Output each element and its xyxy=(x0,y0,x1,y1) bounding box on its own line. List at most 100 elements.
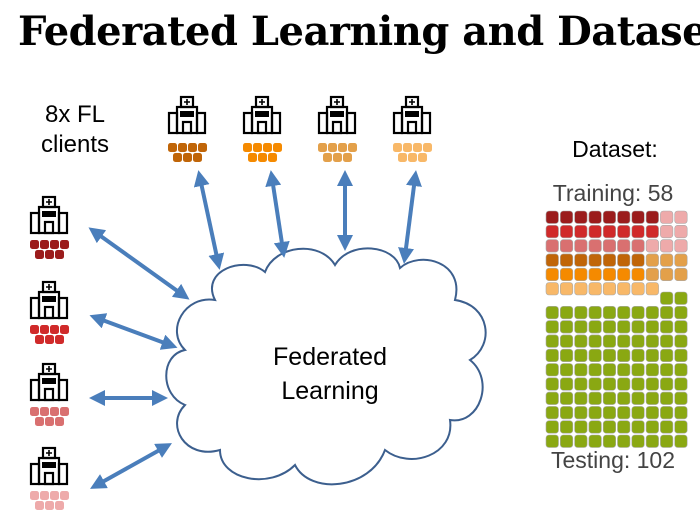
client-hospital-icon xyxy=(392,95,432,135)
data-tile xyxy=(45,501,54,510)
testing-sample xyxy=(602,406,617,420)
testing-sample xyxy=(617,363,631,377)
training-sample xyxy=(588,239,602,253)
hospital-windows xyxy=(180,111,194,117)
testing-sample xyxy=(660,291,674,305)
cloud xyxy=(165,247,487,486)
training-sample xyxy=(602,239,617,253)
training-sample xyxy=(559,225,574,239)
testing-sample xyxy=(588,434,602,448)
training-sample xyxy=(602,210,617,224)
testing-sample xyxy=(617,377,631,391)
training-sample xyxy=(588,267,602,282)
testing-sample xyxy=(602,348,617,363)
training-sample xyxy=(602,282,617,296)
data-tile xyxy=(35,501,44,510)
testing-sample xyxy=(588,320,602,334)
cloud-label-line1: Federated xyxy=(273,343,387,371)
training-sample xyxy=(559,282,574,296)
training-sample xyxy=(674,267,688,282)
cloud-label-line2: Learning xyxy=(281,377,379,405)
clients-label-line2: clients xyxy=(40,131,110,158)
data-tile xyxy=(50,407,59,416)
hospital-cross xyxy=(334,99,340,105)
clients-label-line1: 8x FL xyxy=(44,101,106,128)
testing-sample xyxy=(631,348,645,363)
training-sample xyxy=(660,239,674,253)
testing-sample xyxy=(602,420,617,434)
data-tile xyxy=(343,153,352,162)
testing-sample xyxy=(617,334,631,348)
data-tile xyxy=(268,153,277,162)
testing-sample xyxy=(631,305,645,320)
data-tile xyxy=(403,143,412,152)
training-sample xyxy=(660,267,674,282)
testing-sample xyxy=(645,420,659,434)
data-tile xyxy=(168,143,177,152)
testing-sample xyxy=(645,434,659,448)
testing-sample xyxy=(660,434,674,448)
data-tile xyxy=(60,491,69,500)
training-sample xyxy=(631,210,645,224)
testing-sample xyxy=(660,320,674,334)
testing-sample xyxy=(617,406,631,420)
hospital-main xyxy=(400,105,424,135)
hospital-right-wing xyxy=(270,111,282,135)
hospital-right-wing xyxy=(345,111,357,135)
hospital-cross xyxy=(46,199,52,205)
testing-sample xyxy=(660,334,674,348)
training-sample xyxy=(545,210,559,224)
testing-sample xyxy=(660,420,674,434)
data-tile xyxy=(40,240,49,249)
data-tile xyxy=(253,143,262,152)
testing-sample xyxy=(660,363,674,377)
testing-sample xyxy=(645,391,659,405)
training-sample xyxy=(645,253,659,267)
hospital-left-wing xyxy=(392,111,404,135)
testing-sample xyxy=(631,434,645,448)
client-hospital-icon xyxy=(317,95,357,135)
training-sample xyxy=(645,210,659,224)
testing-sample xyxy=(588,377,602,391)
training-sample xyxy=(674,210,688,224)
hospital-door xyxy=(406,120,418,135)
training-sample xyxy=(574,267,588,282)
hospital-right-wing xyxy=(57,378,69,402)
training-sample xyxy=(660,225,674,239)
training-sample xyxy=(617,239,631,253)
testing-sample xyxy=(574,334,588,348)
testing-sample xyxy=(674,363,688,377)
data-tile xyxy=(50,325,59,334)
hospital-right-wing xyxy=(195,111,207,135)
bidirectional-arrow xyxy=(88,227,190,300)
cloud-label: Federated Learning xyxy=(240,340,420,408)
data-tile xyxy=(413,143,422,152)
training-sample xyxy=(559,210,574,224)
hospital-cross xyxy=(46,366,52,372)
data-tile xyxy=(273,143,282,152)
data-tile xyxy=(45,417,54,426)
testing-sample xyxy=(574,377,588,391)
testing-sample xyxy=(545,391,559,405)
testing-sample xyxy=(559,363,574,377)
training-sample xyxy=(660,253,674,267)
data-tile xyxy=(40,407,49,416)
hospital-cross xyxy=(409,99,415,105)
testing-sample xyxy=(660,348,674,363)
training-sample xyxy=(574,239,588,253)
testing-sample xyxy=(660,377,674,391)
client-hospital-icon xyxy=(167,95,207,135)
testing-sample xyxy=(617,420,631,434)
hospital-windows xyxy=(42,211,56,217)
testing-sample xyxy=(588,363,602,377)
testing-sample xyxy=(574,434,588,448)
hospital-door xyxy=(331,120,343,135)
testing-sample xyxy=(617,320,631,334)
client-data-tiles xyxy=(30,240,69,259)
testing-sample xyxy=(631,363,645,377)
testing-sample xyxy=(602,334,617,348)
training-sample xyxy=(588,210,602,224)
testing-sample xyxy=(559,320,574,334)
data-tile xyxy=(318,143,327,152)
